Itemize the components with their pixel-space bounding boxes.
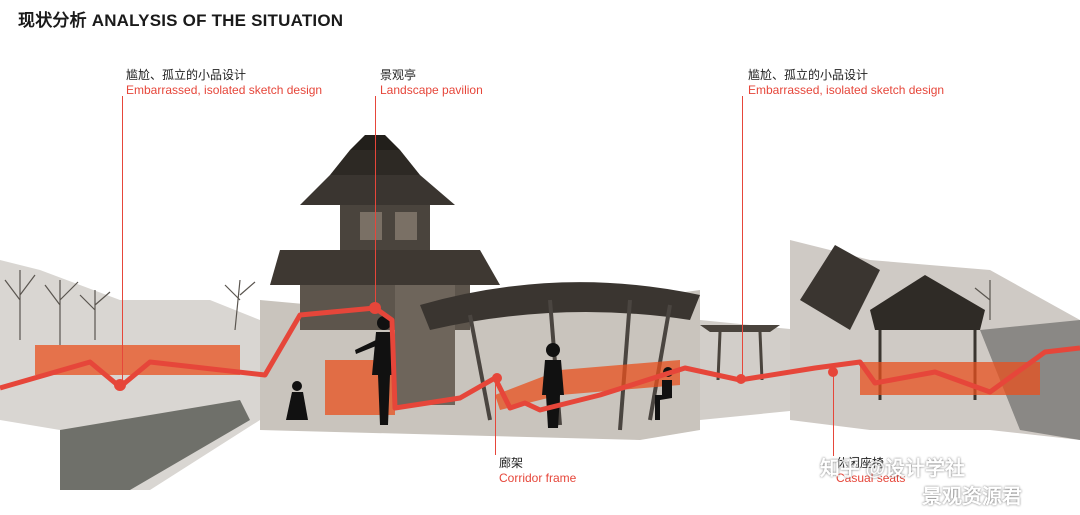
annotation-en: Landscape pavilion bbox=[380, 83, 483, 97]
annotation-cn: 廊架 bbox=[499, 456, 524, 470]
leader-line-casual bbox=[833, 374, 834, 456]
annotation-en: Embarrassed, isolated sketch design bbox=[126, 83, 323, 97]
leader-line-pavilion bbox=[375, 96, 376, 306]
annotation-cn: 尴尬、孤立的小品设计 bbox=[748, 68, 869, 82]
annotation-en: Corridor frame bbox=[499, 471, 577, 485]
annotation-corridor: 廊架 Corridor frame bbox=[499, 456, 576, 486]
watermark-line2: 景观资源君 bbox=[922, 486, 1022, 508]
red-route-line bbox=[0, 305, 1080, 413]
annotation-sketch-right: 尴尬、孤立的小品设计 Embarrassed, isolated sketch … bbox=[748, 68, 944, 98]
leader-line-sketch-left bbox=[122, 96, 123, 384]
annotation-cn: 尴尬、孤立的小品设计 bbox=[126, 68, 247, 82]
watermark-line1: 知乎 @设计学社 bbox=[820, 458, 966, 480]
route-markers bbox=[114, 302, 838, 391]
leader-line-corridor bbox=[495, 380, 496, 455]
annotation-casual: 休闲座椅 Casual seats bbox=[836, 456, 905, 486]
annotation-pavilion: 景观亭 Landscape pavilion bbox=[380, 68, 483, 98]
leader-line-sketch-right bbox=[742, 96, 743, 378]
trees bbox=[4, 270, 991, 345]
page-title: 现状分析 ANALYSIS OF THE SITUATION bbox=[18, 11, 344, 30]
people-silhouettes bbox=[286, 316, 673, 428]
annotation-cn: 景观亭 bbox=[380, 68, 417, 82]
annotation-en: Casual seats bbox=[836, 471, 906, 485]
annotation-sketch-left: 尴尬、孤立的小品设计 Embarrassed, isolated sketch … bbox=[126, 68, 322, 98]
annotation-cn: 休闲座椅 bbox=[836, 456, 885, 470]
annotation-en: Embarrassed, isolated sketch design bbox=[748, 83, 945, 97]
